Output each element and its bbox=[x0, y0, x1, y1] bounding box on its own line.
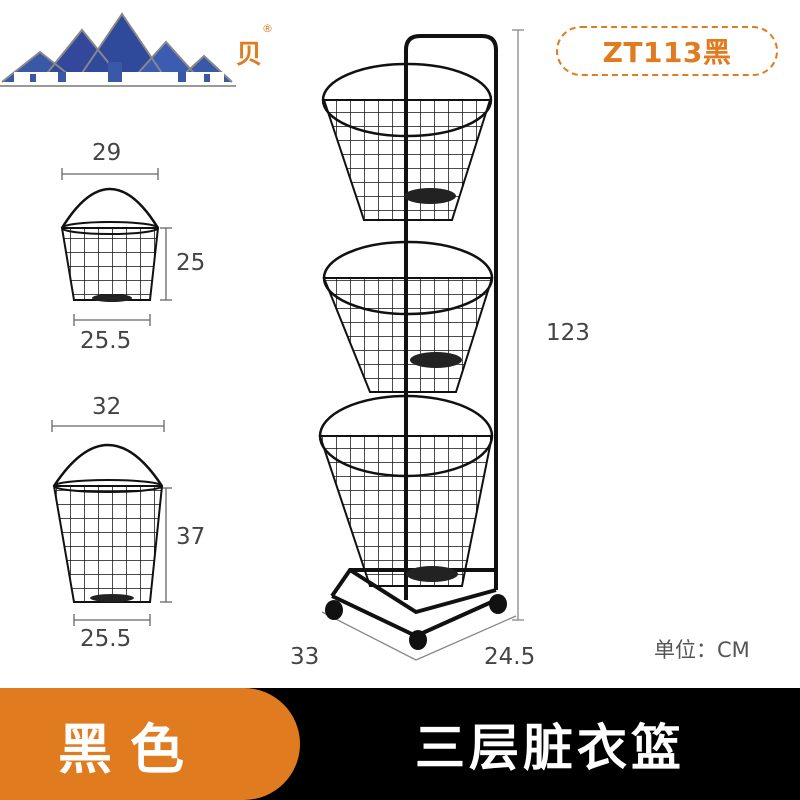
color-label: 黑色 bbox=[58, 717, 202, 781]
model-badge: ZT113黑 bbox=[556, 26, 778, 76]
large-basket-bottom-width: 25.5 bbox=[80, 626, 132, 652]
product-title: 三层脏衣篮 bbox=[415, 719, 685, 777]
rack-wheels bbox=[325, 594, 507, 650]
small-basket-dimensions bbox=[61, 168, 172, 326]
rack-height: 123 bbox=[546, 320, 590, 346]
product-title-area: 三层脏衣篮 bbox=[300, 688, 800, 800]
registered-mark: ® bbox=[262, 22, 273, 35]
brand-logo-text: 贝 bbox=[236, 40, 263, 70]
unit-label: 单位：CM bbox=[654, 638, 750, 662]
small-basket-bottom-width: 25.5 bbox=[80, 328, 132, 354]
large-basket-height: 37 bbox=[176, 524, 206, 550]
house-logo-icon bbox=[0, 0, 238, 105]
small-basket-height: 25 bbox=[176, 250, 206, 276]
rack-basket-top bbox=[321, 62, 493, 221]
rack-width: 24.5 bbox=[484, 644, 536, 670]
rack-depth: 33 bbox=[290, 644, 320, 670]
color-label-pill: 黑色 bbox=[0, 688, 300, 800]
small-basket-top-width: 29 bbox=[92, 140, 122, 166]
rack-basket-bottom bbox=[318, 394, 494, 587]
large-basket-drawing bbox=[52, 443, 164, 603]
small-basket-drawing bbox=[60, 187, 160, 302]
product-illustration bbox=[51, 29, 524, 661]
brand-logo bbox=[0, 0, 238, 105]
rack-dimensions bbox=[321, 29, 524, 661]
bottom-banner: 黑色 三层脏衣篮 bbox=[0, 688, 800, 800]
rack-basket-middle bbox=[322, 240, 494, 393]
model-number: ZT113黑 bbox=[602, 36, 732, 69]
large-basket-top-width: 32 bbox=[92, 394, 122, 420]
large-basket-dimensions bbox=[51, 420, 172, 626]
